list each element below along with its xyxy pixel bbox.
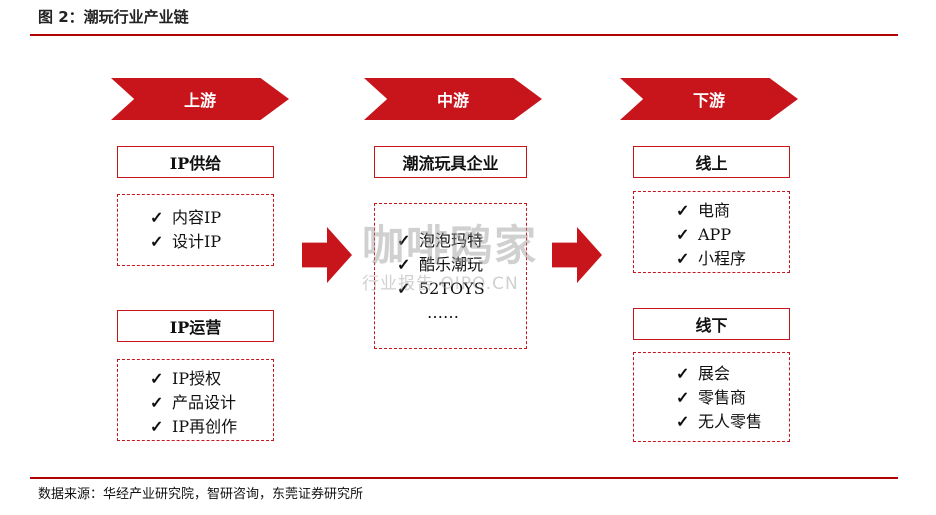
online-title: 线上 <box>695 154 728 173</box>
check-icon: ✓ <box>150 417 164 436</box>
check-icon: ✓ <box>150 393 164 412</box>
list-item: ✓52TOYS <box>397 277 526 301</box>
list-item: …… <box>397 301 526 325</box>
check-icon: ✓ <box>676 225 690 244</box>
online-box: 线上 <box>633 146 790 178</box>
check-icon: ✓ <box>397 255 411 274</box>
list-item: ✓内容IP <box>150 206 273 230</box>
ip-supply-title: IP供给 <box>169 154 222 173</box>
top-divider <box>30 34 898 36</box>
trendy-toy-companies-title: 潮流玩具企业 <box>402 154 499 173</box>
list-item: ✓酷乐潮玩 <box>397 253 526 277</box>
check-icon: ✓ <box>150 232 164 251</box>
list-item: ✓零售商 <box>676 386 789 410</box>
check-icon: ✓ <box>397 279 411 298</box>
list-item: ✓泡泡玛特 <box>397 229 526 253</box>
check-icon: ✓ <box>397 231 411 250</box>
list-item: ✓IP授权 <box>150 367 273 391</box>
trendy-toy-companies-box: 潮流玩具企业 <box>374 146 527 178</box>
list-item: ✓IP再创作 <box>150 415 273 439</box>
online-list: ✓电商 ✓APP ✓小程序 <box>633 191 790 273</box>
offline-box: 线下 <box>633 308 790 340</box>
check-icon: ✓ <box>676 412 690 431</box>
check-icon: ✓ <box>676 249 690 268</box>
list-item: ✓小程序 <box>676 247 789 271</box>
downstream-chevron: 下游 <box>620 78 798 120</box>
ip-supply-box: IP供给 <box>117 146 274 178</box>
bottom-divider <box>30 477 898 479</box>
ip-supply-list: ✓内容IP ✓设计IP <box>117 194 274 266</box>
ip-operation-list: ✓IP授权 ✓产品设计 ✓IP再创作 <box>117 359 274 441</box>
check-icon: ✓ <box>150 208 164 227</box>
arrow-right-icon <box>302 227 352 283</box>
ip-operation-box: IP运营 <box>117 310 274 342</box>
list-item: ✓展会 <box>676 362 789 386</box>
list-item: ✓无人零售 <box>676 410 789 434</box>
companies-list: ✓泡泡玛特 ✓酷乐潮玩 ✓52TOYS …… <box>374 203 527 349</box>
midstream-chevron: 中游 <box>364 78 542 120</box>
list-item: ✓设计IP <box>150 230 273 254</box>
upstream-label: 上游 <box>183 91 216 110</box>
downstream-label: 下游 <box>692 91 725 110</box>
offline-list: ✓展会 ✓零售商 ✓无人零售 <box>633 352 790 442</box>
offline-title: 线下 <box>695 316 728 335</box>
list-item: ✓产品设计 <box>150 391 273 415</box>
upstream-chevron: 上游 <box>111 78 289 120</box>
check-icon: ✓ <box>676 388 690 407</box>
source-note: 数据来源：华经产业研究院，智研咨询，东莞证券研究所 <box>38 487 364 502</box>
check-icon: ✓ <box>150 369 164 388</box>
ellipsis: …… <box>427 303 459 322</box>
list-item: ✓APP <box>676 223 789 247</box>
ip-operation-title: IP运营 <box>169 318 222 337</box>
arrow-right-icon <box>552 227 602 283</box>
check-icon: ✓ <box>676 201 690 220</box>
check-icon: ✓ <box>676 364 690 383</box>
list-item: ✓电商 <box>676 199 789 223</box>
midstream-label: 中游 <box>436 91 469 110</box>
figure-title: 图 2：潮玩行业产业链 <box>38 8 189 26</box>
